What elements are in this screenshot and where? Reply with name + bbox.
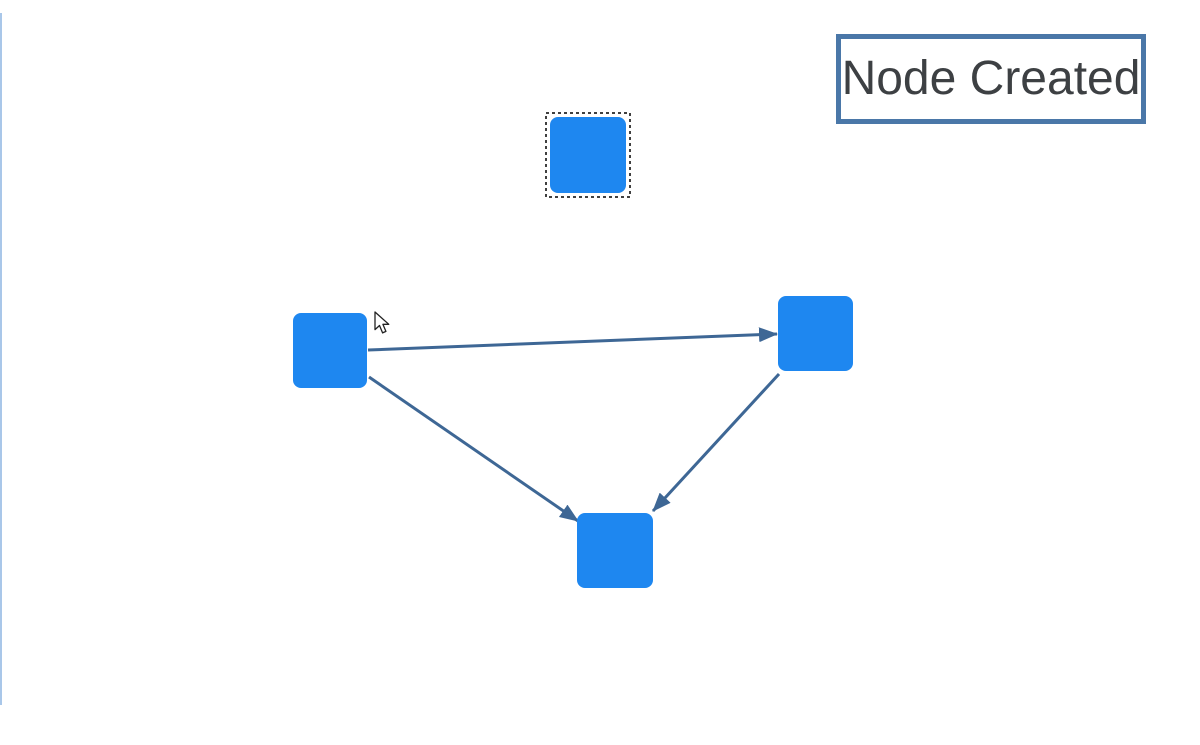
node-created-status-label: Node Created xyxy=(841,51,1141,105)
node-top[interactable] xyxy=(550,117,626,193)
selection-outline xyxy=(545,112,631,198)
node-right[interactable] xyxy=(778,296,853,371)
node-created-status-box: Node Created xyxy=(836,34,1146,124)
edge-left-to-bottom[interactable] xyxy=(368,375,579,523)
edge-left-to-right[interactable] xyxy=(367,327,778,352)
nodes-layer xyxy=(293,112,853,588)
edge-right-to-bottom[interactable] xyxy=(651,372,781,513)
node-bottom[interactable] xyxy=(577,513,653,588)
edges-layer xyxy=(367,327,781,523)
node-left[interactable] xyxy=(293,313,367,388)
left-edge-accent-line xyxy=(0,13,2,705)
